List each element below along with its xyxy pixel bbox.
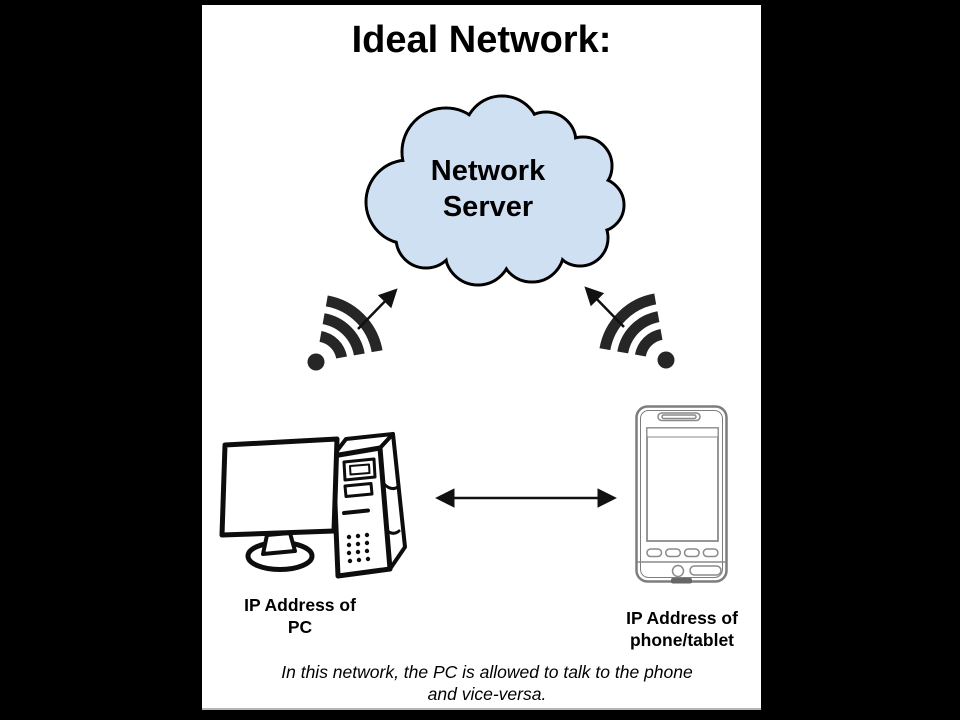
uplink-arrow-left-icon — [357, 288, 398, 330]
phone-ip-label: IP Address of phone/tablet — [626, 608, 738, 650]
power-slot — [342, 508, 370, 515]
wifi-arcs — [319, 295, 383, 359]
double-arrow-icon — [435, 488, 617, 508]
bottom-port — [671, 578, 692, 584]
drive-bay-2 — [343, 482, 374, 498]
wifi-arcs — [599, 293, 663, 357]
monitor-screen — [219, 436, 340, 538]
caption-text: In this network, the PC is allowed to ta… — [281, 662, 693, 704]
phone-details — [637, 412, 726, 578]
side-swoosh-1 — [382, 482, 401, 491]
cloud-label: Network Server — [430, 155, 546, 223]
pc-sketch-lines — [219, 432, 407, 579]
phone-button-3 — [683, 548, 700, 558]
phone-screen — [646, 427, 719, 542]
pc-icon — [219, 432, 407, 579]
phone-button-2 — [665, 548, 682, 558]
cloud-icon — [364, 94, 626, 287]
cloud-body-fill — [367, 97, 623, 284]
trackball — [671, 564, 685, 578]
phone-button-1 — [646, 548, 663, 558]
wifi-dot — [657, 351, 675, 369]
vent-dots — [346, 532, 371, 564]
pc-ip-label: IP Address of PC — [244, 595, 356, 637]
monitor-neck — [261, 531, 297, 556]
chin-speaker — [689, 565, 722, 576]
earpiece-grille — [661, 414, 697, 420]
slide-canvas: Ideal Network: Networ — [202, 5, 761, 710]
drive-bay-1-inner — [349, 463, 371, 476]
phone-icon — [635, 405, 728, 584]
page-title: Ideal Network: — [351, 19, 612, 61]
uplink-arrow-right-icon — [584, 286, 625, 328]
wifi-dot — [307, 353, 325, 371]
wifi-right-icon — [584, 286, 675, 369]
phone-button-4 — [702, 548, 719, 558]
side-swoosh-2 — [384, 528, 401, 535]
status-bar — [646, 427, 719, 438]
wifi-left-icon — [307, 288, 398, 371]
